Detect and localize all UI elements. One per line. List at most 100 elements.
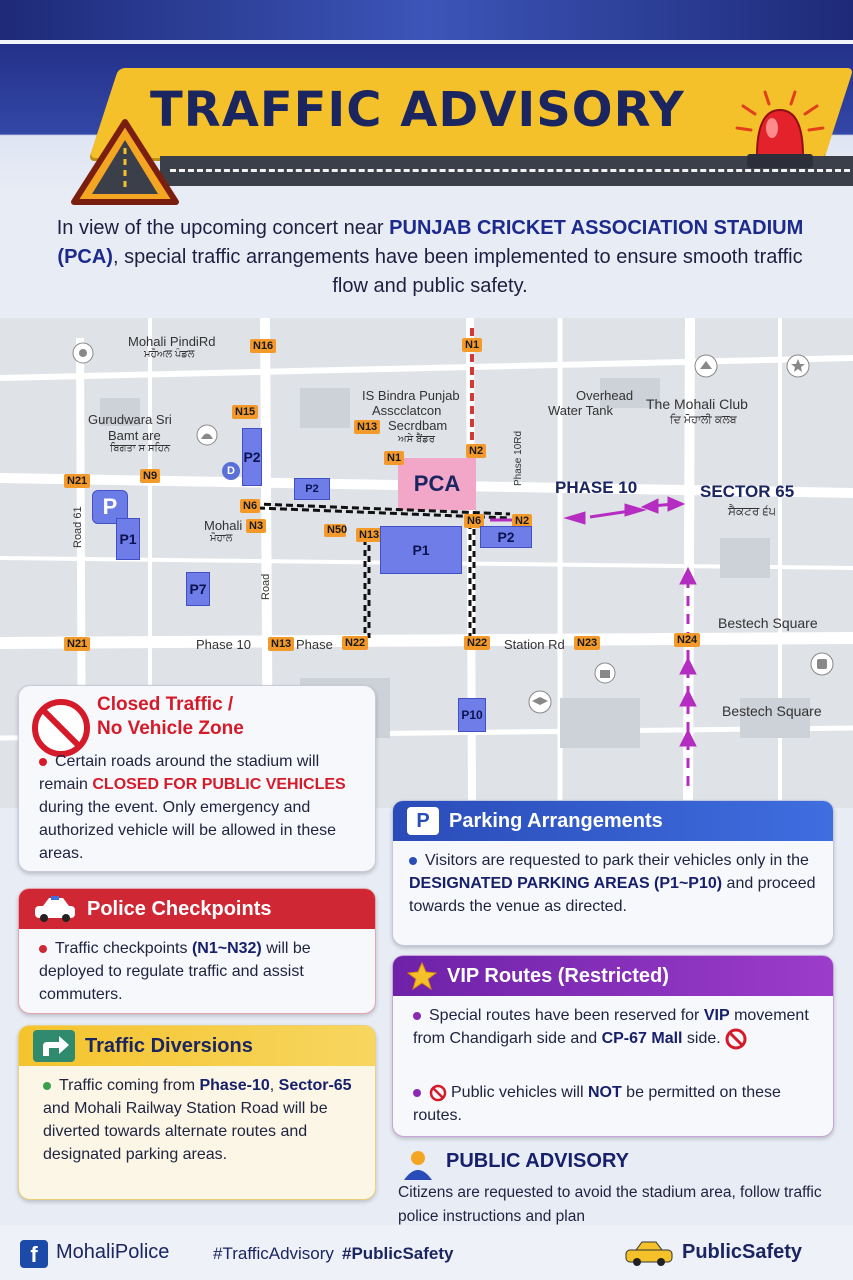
police-car-icon [35, 896, 75, 922]
parking-p2-mid: P2 [294, 478, 330, 500]
parking-text: Visitors are requested to park their veh… [409, 852, 816, 915]
temple-icon [196, 424, 218, 446]
police-card: Police Checkpoints Traffic checkpoints (… [18, 888, 376, 1014]
parking-p1-west: P1 [116, 518, 140, 560]
advisory-title: PUBLIC ADVISORY [446, 1150, 629, 1172]
closed-traffic-card: Closed Traffic / No Vehicle Zone Certain… [18, 685, 376, 872]
label-tank-2: Water Tank [548, 403, 614, 418]
label-road-v: Road [260, 573, 272, 600]
footer-hashtag[interactable]: #TrafficAdvisory [213, 1244, 334, 1263]
label-sector65-pa: ਸੈਕਟਰ ੬੫ [728, 504, 776, 518]
diversions-card: Traffic Diversions Traffic coming from P… [18, 1025, 376, 1200]
node-marker: N3 [246, 519, 267, 533]
label-sector65: SECTOR 65 [700, 482, 795, 501]
top-band [0, 0, 853, 44]
label-mohali: Mohali [204, 518, 243, 533]
node-marker: N22 [342, 636, 369, 650]
label-road61: Road 61 [72, 506, 84, 548]
shop-icon [594, 662, 616, 684]
police-card-header: Police Checkpoints [19, 889, 375, 929]
footer [0, 1225, 853, 1280]
node-marker: N23 [574, 636, 601, 650]
star-icon [407, 962, 437, 990]
bullet-icon [409, 856, 417, 865]
venue-name: PUNJAB CRICKET ASSOCIATION STADIUM (PCA) [57, 217, 804, 268]
parking-p1-central: P1 [380, 526, 462, 574]
label-bestech-1: Bestech Square [718, 615, 818, 631]
diversions-card-header: Traffic Diversions [19, 1026, 375, 1066]
road-lane-line [170, 169, 850, 172]
parking-p2-east: P2 [480, 526, 532, 548]
facebook-icon[interactable]: f [20, 1240, 48, 1268]
no-entry-icon [429, 1084, 447, 1102]
node-marker: N6 [240, 499, 261, 513]
label-club-pa: ਦਿ ਮੋਹਾਲੀ ਕਲਬ [670, 414, 737, 426]
club-icon [694, 354, 718, 378]
vip-card: VIP Routes (Restricted) Special routes h… [392, 955, 834, 1137]
parking-card-header: P Parking Arrangements [393, 801, 833, 841]
parking-card: P Parking Arrangements Visitors are requ… [392, 800, 834, 946]
parking-p-icon: P [407, 807, 439, 835]
police-title: Police Checkpoints [87, 897, 272, 920]
node-marker: N6 [464, 514, 485, 528]
closed-text: Certain roads around the stadium will re… [39, 753, 346, 862]
d-marker: D [222, 462, 240, 480]
label-club: The Mohali Club [646, 396, 748, 412]
label-phase10-road-v: Phase 10Rd [513, 430, 524, 486]
parking-p2-north: P2 [242, 428, 262, 486]
bullet-icon [43, 1081, 51, 1090]
label-isbindra: IS Bindra Punjab [362, 388, 460, 403]
label-pindi: Mohali PindiRd [128, 334, 216, 349]
node-marker: N13 [356, 528, 383, 542]
bus-icon [810, 652, 834, 676]
label-isbindra-3: Secrdbam [388, 418, 448, 433]
vip-text-2: Public vehicles will NOT be permitted on… [413, 1084, 781, 1124]
node-marker: N15 [232, 405, 259, 419]
vip-title: VIP Routes (Restricted) [447, 964, 669, 987]
footer-right: PublicSafety [682, 1241, 803, 1263]
label-station-rd: Station Rd [504, 637, 565, 652]
label-phase-road: Phase [296, 637, 333, 652]
node-marker: N22 [464, 636, 491, 650]
intro-text: In view of the upcoming concert near PUN… [56, 217, 804, 297]
pca-venue: PCA [413, 471, 461, 496]
diversions-title: Traffic Diversions [85, 1034, 253, 1057]
node-marker: N1 [384, 451, 405, 465]
label-gurudwara-pa: ਬਿਗਤਾ ਸ ਸਹਿਨ [110, 443, 171, 454]
police-car-icon [625, 1241, 673, 1266]
parking-p7: P7 [186, 572, 210, 606]
footer-hashtag-2[interactable]: #PublicSafety [342, 1244, 454, 1263]
vip-text: Special routes have been reserved for VI… [393, 996, 833, 1050]
node-marker: N2 [466, 444, 487, 458]
node-marker: N9 [140, 469, 161, 483]
label-phase10-road: Phase 10 [196, 637, 251, 652]
people-icon [404, 1151, 432, 1180]
school-icon [528, 690, 552, 714]
node-marker: N24 [674, 633, 701, 647]
node-marker: N21 [64, 474, 91, 488]
node-marker: N1 [462, 338, 483, 352]
police-text: Traffic checkpoints (N1~N32) will be dep… [39, 940, 311, 1003]
closed-title-2: No Vehicle Zone [97, 718, 244, 739]
bullet-icon [39, 757, 47, 766]
advisory-text: Citizens are requested to avoid the stad… [398, 1184, 822, 1225]
label-isbindra-pa: ਅਸੇ ਬੈਂਡਰ [398, 434, 435, 445]
label-isbindra-2: Asscclatcon [372, 403, 442, 418]
bullet-icon [413, 1088, 421, 1097]
diversion-arrow-icon [33, 1030, 75, 1062]
label-gurudwara: Gurudwara Sri [88, 412, 172, 427]
top-divider [0, 40, 853, 44]
star-place-icon [786, 354, 810, 378]
label-pindi-pa: ਮਹੋਅਲ ਪੰਡਲ [144, 349, 195, 360]
bullet-icon [39, 944, 47, 953]
node-marker: N21 [64, 637, 91, 651]
parking-p10: P10 [458, 698, 486, 732]
bullet-icon [413, 1011, 421, 1020]
siren-icon [735, 90, 825, 168]
footer-handle[interactable]: MohaliPolice [56, 1241, 170, 1263]
no-entry-icon [32, 699, 90, 757]
parking-title: Parking Arrangements [449, 809, 663, 832]
node-marker: N13 [268, 637, 295, 651]
place-marker-icon [72, 342, 94, 364]
label-tank: Overhead [576, 388, 634, 403]
